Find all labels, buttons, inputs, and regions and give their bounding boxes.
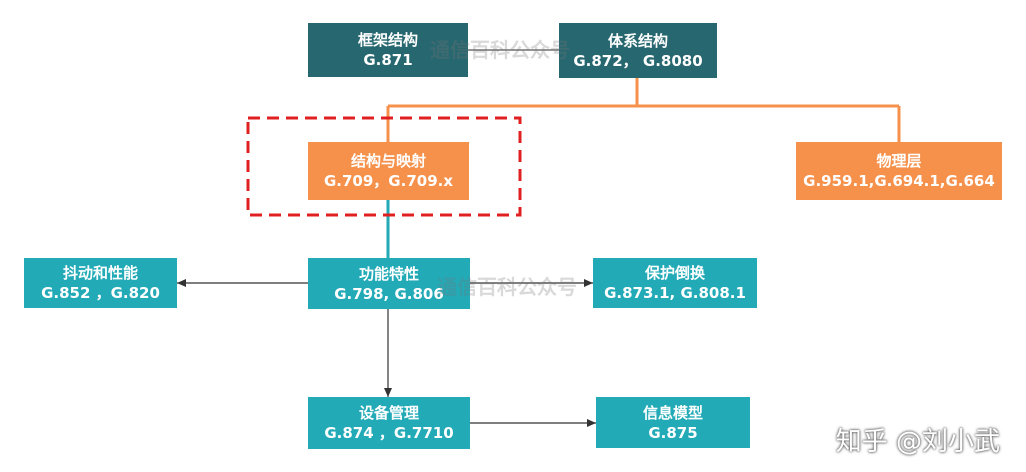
credit-label: 知乎 @刘小武 (835, 427, 1000, 457)
node-jitter-performance: 抖动和性能 G.852 ，G.820 (24, 258, 177, 308)
node-physical-layer-code: G.959.1,G.694.1,G.664 (803, 172, 995, 190)
node-jitter-performance-code: G.852 ，G.820 (41, 284, 160, 302)
highlight-box (246, 116, 522, 217)
node-architecture-title: 体系结构 (607, 31, 668, 50)
node-equipment-mgmt-code: G.874 ，G.7710 (324, 424, 454, 442)
node-architecture-code: G.872， G.8080 (573, 51, 703, 70)
node-framework-title: 框架结构 (357, 31, 418, 49)
node-info-model-code: G.875 (648, 423, 698, 442)
watermark: 通信百科公众号 (437, 275, 577, 299)
node-structure-mapping-code: G.709，G.709.x (323, 172, 454, 190)
node-protection-title: 保护倒换 (644, 264, 705, 282)
node-equipment-mgmt-title: 设备管理 (358, 404, 419, 422)
node-jitter-performance-title: 抖动和性能 (62, 264, 138, 282)
node-info-model-title: 信息模型 (642, 403, 703, 422)
node-info-model: 信息模型 G.875 (596, 397, 750, 448)
node-architecture: 体系结构 G.872， G.8080 (559, 23, 717, 78)
node-protection-code: G.873.1, G.808.1 (604, 284, 746, 302)
node-protection: 保护倒换 G.873.1, G.808.1 (593, 258, 757, 308)
node-structure-mapping: 结构与映射 G.709，G.709.x (308, 142, 469, 200)
node-framework: 框架结构 G.871 (308, 23, 468, 77)
node-functional-title: 功能特性 (358, 264, 419, 283)
node-structure-mapping-title: 结构与映射 (350, 152, 426, 170)
node-equipment-mgmt: 设备管理 G.874 ，G.7710 (308, 397, 470, 449)
node-functional: 功能特性 G.798, G.806 (308, 258, 470, 309)
node-physical-layer: 物理层 G.959.1,G.694.1,G.664 (796, 142, 1002, 200)
watermark: 通信百科公众号 (430, 38, 570, 62)
node-physical-layer-title: 物理层 (876, 152, 922, 170)
node-framework-code: G.871 (363, 51, 413, 69)
node-functional-code: G.798, G.806 (334, 284, 444, 303)
